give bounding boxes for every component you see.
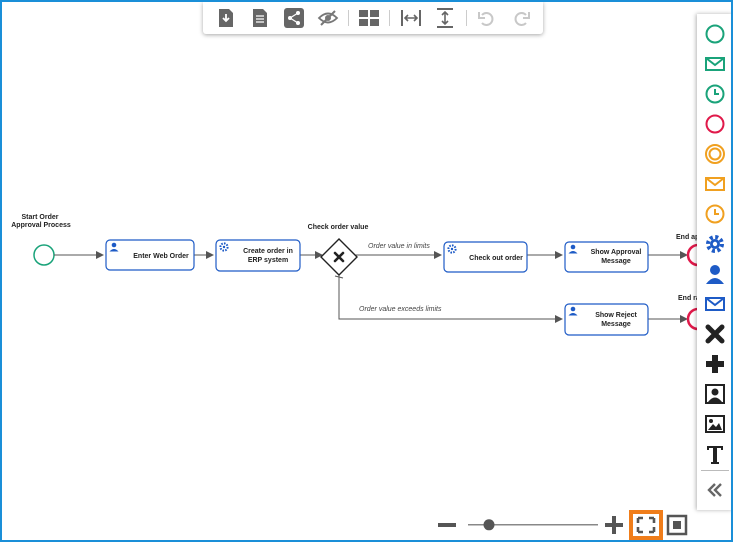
- end-event-label-2: End ra: [678, 295, 700, 302]
- user-task-icon: [568, 244, 578, 254]
- zoom-controls: [438, 510, 688, 540]
- user-task-icon[interactable]: [703, 262, 727, 286]
- task-show-approval[interactable]: Show Approval Message: [564, 241, 649, 273]
- actual-size-icon[interactable]: [666, 514, 688, 536]
- image-icon[interactable]: [703, 412, 727, 436]
- service-task-icon: [447, 244, 457, 254]
- message-task-icon[interactable]: [703, 292, 727, 316]
- toolbar-separator: [348, 10, 349, 26]
- task-create-order-erp[interactable]: Create order in ERP system: [215, 239, 301, 272]
- fit-to-screen-icon[interactable]: [629, 510, 663, 540]
- layout-icon[interactable]: [358, 7, 380, 29]
- palette-separator: [701, 470, 729, 471]
- start-event[interactable]: [33, 244, 55, 266]
- undo-icon[interactable]: [476, 7, 498, 29]
- hide-icon[interactable]: [317, 7, 339, 29]
- exclusive-gateway-icon[interactable]: [703, 322, 727, 346]
- gateway-label: Check order value: [308, 224, 369, 231]
- service-task-icon: [219, 242, 229, 252]
- task-show-reject[interactable]: Show Reject Message: [564, 303, 649, 336]
- start-event-label: Start Order: [22, 214, 59, 221]
- parallel-gateway-icon[interactable]: [703, 352, 727, 376]
- task-label: Show Approval: [591, 249, 642, 256]
- top-toolbar: [203, 2, 543, 34]
- task-label: Enter Web Order: [133, 253, 189, 260]
- flow-label-in-limits: Order value in limits: [368, 243, 430, 250]
- user-task-icon: [109, 242, 119, 252]
- zoom-slider-track[interactable]: [468, 524, 598, 526]
- redo-icon[interactable]: [510, 7, 532, 29]
- share-icon[interactable]: [283, 7, 305, 29]
- start-event-label-2: Approval Process: [11, 222, 71, 229]
- task-label-2: Message: [601, 321, 631, 328]
- task-label-2: ERP system: [248, 257, 288, 264]
- task-enter-web-order[interactable]: Enter Web Order: [105, 239, 195, 271]
- task-check-out-order[interactable]: Check out order: [443, 241, 528, 273]
- sequence-flows: [54, 251, 688, 323]
- shape-palette: [697, 14, 731, 510]
- zoom-slider-handle[interactable]: [483, 519, 495, 531]
- message-intermediate-icon[interactable]: [703, 172, 727, 196]
- fit-width-icon[interactable]: [400, 7, 422, 29]
- message-start-icon[interactable]: [703, 52, 727, 76]
- document-icon[interactable]: [249, 7, 271, 29]
- start-event-icon[interactable]: [703, 22, 727, 46]
- fit-height-icon[interactable]: [434, 7, 456, 29]
- intermediate-event-icon[interactable]: [703, 142, 727, 166]
- image-task-icon[interactable]: [703, 382, 727, 406]
- timer-start-icon[interactable]: [703, 82, 727, 106]
- download-icon[interactable]: [215, 7, 237, 29]
- service-task-icon[interactable]: [703, 232, 727, 256]
- end-event-icon[interactable]: [703, 112, 727, 136]
- user-task-icon: [568, 306, 578, 316]
- end-event-label: End ap: [676, 234, 699, 241]
- task-label: Show Reject: [595, 312, 637, 319]
- toolbar-separator: [389, 10, 390, 26]
- timer-intermediate-icon[interactable]: [703, 202, 727, 226]
- flow-label-exceeds-limits: Order value exceeds limits: [359, 306, 442, 313]
- collapse-icon[interactable]: [703, 478, 727, 502]
- text-annotation-icon[interactable]: [703, 442, 727, 466]
- task-label: Create order in: [243, 248, 293, 255]
- zoom-in-icon[interactable]: [605, 516, 623, 534]
- task-label-2: Message: [601, 258, 631, 265]
- toolbar-separator: [466, 10, 467, 26]
- zoom-out-icon[interactable]: [438, 523, 456, 527]
- task-label: Check out order: [469, 255, 523, 262]
- exclusive-gateway[interactable]: [320, 238, 358, 276]
